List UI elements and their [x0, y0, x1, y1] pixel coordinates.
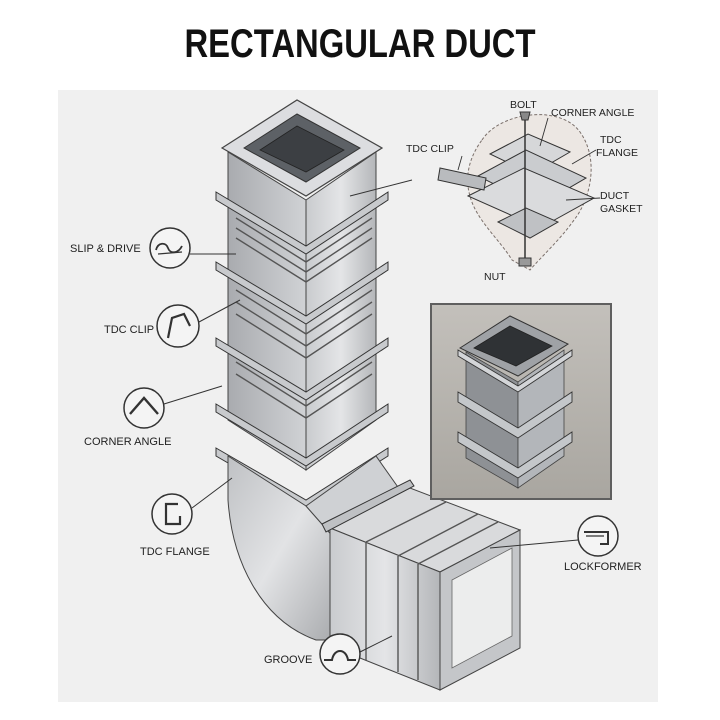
label-tdc-flange-top-1: TDC	[600, 134, 622, 146]
label-tdc-clip-left: TDC CLIP	[104, 324, 154, 336]
label-lockformer: LOCKFORMER	[564, 561, 642, 573]
label-nut: NUT	[484, 271, 506, 283]
tdc-clip-icon	[156, 304, 200, 348]
vertical-duct	[215, 99, 389, 509]
photo-inset	[430, 303, 612, 500]
exploded-flange-detail	[437, 111, 601, 271]
tdc-flange-icon	[151, 493, 193, 535]
label-slip-drive: SLIP & DRIVE	[70, 243, 141, 255]
top-opening-inner	[259, 125, 345, 173]
nut-shape	[518, 257, 532, 267]
label-tdc-flange-left: TDC FLANGE	[140, 546, 210, 558]
flange-3	[215, 337, 389, 401]
labels: SLIP & DRIVE TDC CLIP CORNER ANGLE TDC F…	[70, 99, 643, 666]
hduct-seams	[365, 501, 499, 680]
label-groove: GROOVE	[264, 654, 312, 666]
flange-5	[215, 447, 389, 509]
slip-drive-icon	[149, 227, 191, 269]
lockformer-icon	[577, 515, 619, 557]
label-duct-gasket-2: GASKET	[600, 203, 643, 215]
bolt-head	[519, 111, 531, 121]
label-bolt: BOLT	[510, 99, 537, 111]
hduct-opening	[451, 547, 513, 669]
groove-icon	[319, 633, 361, 675]
label-corner-angle-left: CORNER ANGLE	[84, 436, 171, 448]
flange-1	[215, 191, 389, 255]
flange-2	[215, 261, 389, 325]
hduct-flange	[321, 479, 415, 533]
leader-lines	[163, 179, 579, 653]
corner-angle-piece	[496, 207, 560, 239]
flange-4	[215, 403, 389, 467]
corner-angle-icon	[123, 387, 165, 429]
label-tdc-flange-top-2: FLANGE	[596, 147, 638, 159]
label-tdc-clip-top: TDC CLIP	[406, 143, 454, 155]
diagram-title: RECTANGULAR DUCT	[184, 22, 536, 66]
duct-stripes	[235, 217, 373, 419]
label-duct-gasket-1: DUCT	[600, 190, 630, 202]
tdc-clip-piece	[437, 167, 487, 191]
label-corner-angle-top: CORNER ANGLE	[551, 107, 634, 119]
